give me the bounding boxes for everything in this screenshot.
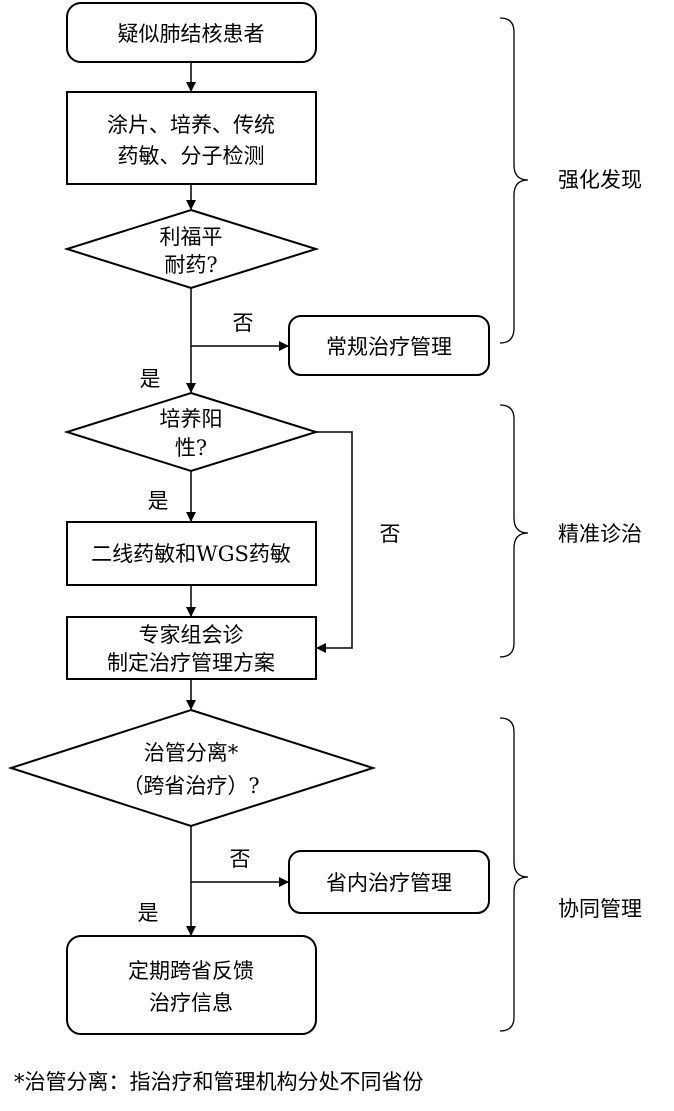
node-cross-province-feedback: 定期跨省反馈 治疗信息 (66, 935, 317, 1035)
decision-culture-label-1: 培养阳 (160, 407, 223, 431)
node-routine-treatment: 常规治疗管理 (288, 315, 490, 376)
decision-culture-positive: 培养阳 性? (63, 391, 320, 473)
node-second-line-dst: 二线药敏和WGS药敏 (66, 521, 317, 586)
node-in-province-label: 省内治疗管理 (326, 871, 452, 895)
decision-separation-label-2: （跨省治疗）? (122, 774, 259, 798)
node-suspected-tb-patient-label: 疑似肺结核患者 (118, 22, 265, 46)
node-expert-label-1: 专家组会诊 (139, 623, 244, 647)
edge-culture-no-to-expert (316, 431, 353, 653)
edge-label-culture-no: 否 (380, 522, 401, 546)
phase-label-collaborative-management: 协同管理 (558, 897, 642, 921)
node-expert-label-2: 制定治疗管理方案 (107, 651, 275, 675)
node-tests-label-1: 涂片、培养、传统 (107, 113, 275, 137)
phase-brace-1 (499, 17, 529, 344)
phase-label-intensified-detection: 强化发现 (558, 168, 642, 192)
node-feedback-label-2: 治疗信息 (149, 991, 233, 1015)
decision-rifampicin-label-2: 耐药? (164, 253, 217, 277)
node-expert-consultation: 专家组会诊 制定治疗管理方案 (66, 616, 317, 680)
node-tests: 涂片、培养、传统 药敏、分子检测 (66, 91, 317, 185)
edge-label-separation-yes: 是 (138, 901, 159, 925)
decision-rifampicin-resistance: 利福平 耐药? (63, 208, 320, 290)
edge-label-culture-yes: 是 (148, 489, 169, 513)
edge-label-rif-yes: 是 (140, 367, 161, 391)
phase-brace-2 (499, 404, 529, 658)
phase-brace-3 (499, 717, 529, 1032)
edge-label-rif-no: 否 (233, 311, 254, 335)
node-suspected-tb-patient: 疑似肺结核患者 (66, 2, 317, 63)
node-routine-treatment-label: 常规治疗管理 (326, 335, 452, 359)
node-tests-label-2: 药敏、分子检测 (118, 144, 265, 168)
node-second-line-dst-label: 二线药敏和WGS药敏 (91, 542, 291, 566)
phase-label-precise-diagnosis: 精准诊治 (558, 522, 642, 546)
node-feedback-label-1: 定期跨省反馈 (128, 959, 254, 983)
decision-culture-label-2: 性? (175, 436, 207, 460)
node-in-province-treatment: 省内治疗管理 (288, 850, 490, 914)
edge-label-separation-no: 否 (230, 847, 251, 871)
decision-treatment-management-separation: 治管分离* （跨省治疗）? (7, 708, 377, 828)
decision-rifampicin-label-1: 利福平 (160, 225, 223, 249)
decision-separation-label-1: 治管分离* (144, 741, 239, 765)
footnote: *治管分离：指治疗和管理机构分处不同省份 (14, 1070, 424, 1094)
